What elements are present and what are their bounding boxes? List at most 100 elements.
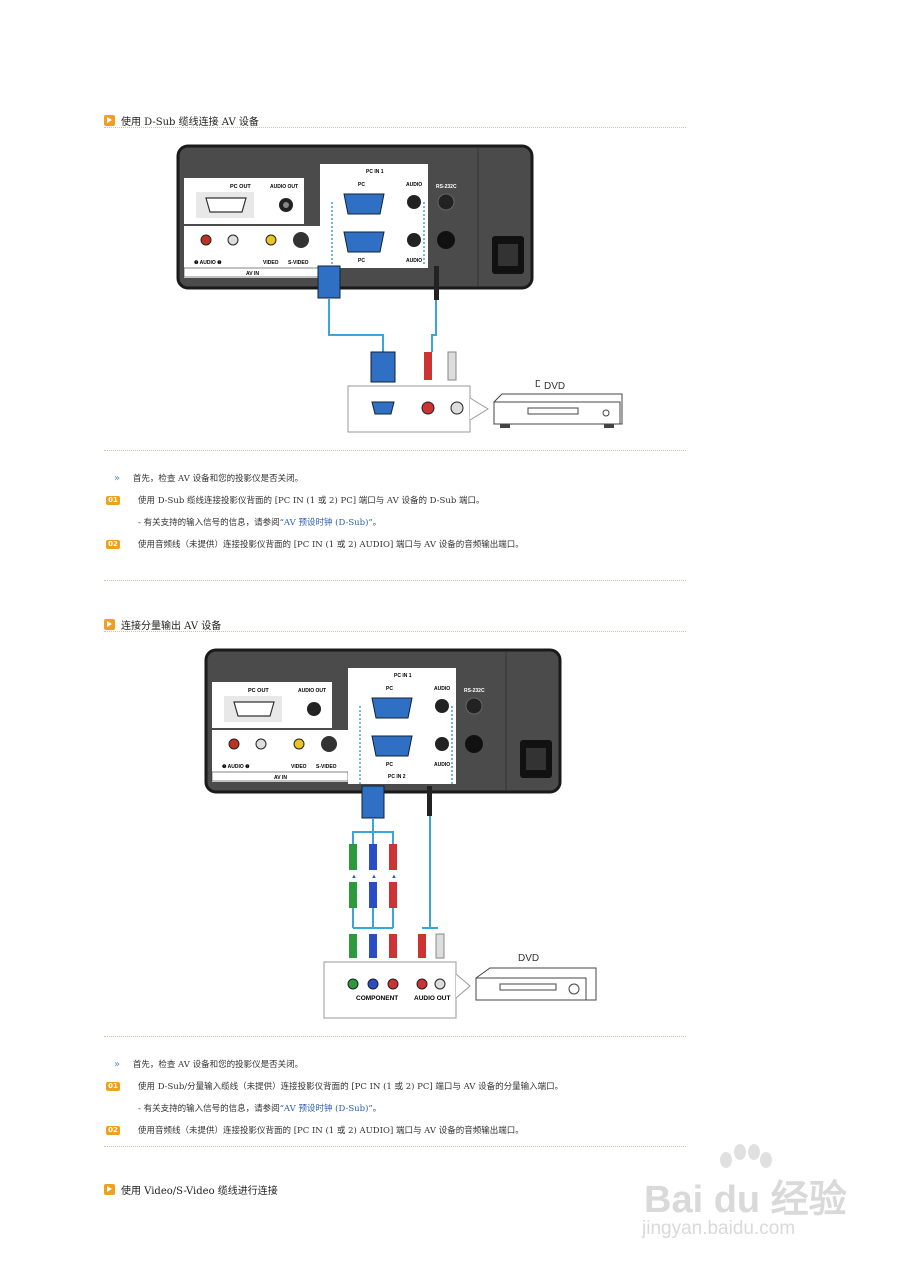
dsub-connection-diagram: PC OUT AUDIO OUT ❷ AUDIO ❶ VIDEO S-VIDEO… xyxy=(176,144,540,433)
av-device-box xyxy=(323,961,457,1019)
step-note: - 有关支持的输入信号的信息，请参阅“AV 预设时钟 (D-Sub)”。 xyxy=(138,1104,382,1114)
device-vga-port-icon xyxy=(371,401,395,415)
step-badge: 02 xyxy=(106,1125,120,1135)
label-audio-lr: ❷ AUDIO ❶ xyxy=(194,260,222,266)
watermark-brand: Bai du 经验 xyxy=(644,1179,847,1221)
step-text: 使用 D-Sub 缆线连接投影仪背面的 [PC IN (1 或 2) PC] 端… xyxy=(138,496,485,506)
step-text: 使用音频线（未提供）连接投影仪背面的 [PC IN (1 或 2) AUDIO]… xyxy=(138,1126,524,1136)
label-dvd-1: DVD xyxy=(544,381,565,392)
step-badge: 01 xyxy=(106,1081,120,1091)
svg-text:❷ AUDIO ❶: ❷ AUDIO ❶ xyxy=(222,764,250,770)
svg-text:▲: ▲ xyxy=(391,874,397,880)
label-pc-out: PC OUT xyxy=(230,184,251,190)
svg-text:▲: ▲ xyxy=(371,874,377,880)
label-pc: PC xyxy=(358,182,365,188)
dvd-player-icon: DVD xyxy=(493,381,623,428)
rs232c-port-icon xyxy=(437,193,455,211)
watermark-url: jingyan.baidu.com xyxy=(642,1218,796,1239)
baidu-watermark: Bai du 经验 jingyan.baidu.com xyxy=(640,1142,860,1248)
paw-logo-icon xyxy=(720,1144,772,1168)
svg-text:PC IN 1: PC IN 1 xyxy=(394,673,412,679)
svg-text:AUDIO: AUDIO xyxy=(434,762,450,768)
video-jack-icon xyxy=(265,234,277,246)
svg-text:▲: ▲ xyxy=(351,874,357,880)
label-pc-in-2: PC IN 2 xyxy=(388,774,406,780)
svg-text:PC: PC xyxy=(386,762,393,768)
svg-text:AV IN: AV IN xyxy=(274,775,287,781)
audio-plug-white-icon xyxy=(447,351,457,381)
audio-l-jack-icon xyxy=(255,738,267,750)
vga-port-icon xyxy=(205,197,247,213)
label-audio-out: AUDIO OUT xyxy=(298,688,326,694)
step-text: 使用 D-Sub/分量输入缆线（未提供）连接投影仪背面的 [PC IN (1 或… xyxy=(138,1082,564,1092)
hint-row: » 首先，检查 AV 设备和您的投影仪是否关闭。 xyxy=(114,472,303,484)
hint-text: 首先，检查 AV 设备和您的投影仪是否关闭。 xyxy=(132,1060,304,1070)
component-plug-blue-icon xyxy=(369,844,377,870)
av-device-box xyxy=(347,385,471,433)
hint-arrow-icon: » xyxy=(114,473,121,484)
step-badge: 01 xyxy=(106,495,120,505)
hint-text: 首先，检查 AV 设备和您的投影仪是否关闭。 xyxy=(132,474,304,484)
vga-port-pc2-icon xyxy=(371,735,413,757)
device-audio-l-icon xyxy=(450,401,464,415)
step-note: - 有关支持的输入信号的信息，请参阅“AV 预设时钟 (D-Sub)”。 xyxy=(138,518,382,528)
component-connection-diagram: PC OUT AUDIO OUT ❷ AUDIO ❶ VIDEO S-VIDEO… xyxy=(204,648,562,1019)
audio-plug-red-icon xyxy=(424,352,432,380)
step-text: 使用音频线（未提供）连接投影仪背面的 [PC IN (1 或 2) AUDIO]… xyxy=(138,540,524,550)
step-01: 01 使用 D-Sub 缆线连接投影仪背面的 [PC IN (1 或 2) PC… xyxy=(106,494,484,506)
dsub-cable xyxy=(328,298,384,352)
label-audio-out-device: AUDIO OUT xyxy=(414,995,451,1002)
label-rs232c: RS-232C xyxy=(436,184,457,190)
svg-text:S-VIDEO: S-VIDEO xyxy=(316,764,337,770)
svg-text:AUDIO: AUDIO xyxy=(434,686,450,692)
label-dvd: DVD xyxy=(535,379,540,390)
svg-text:RS-232C: RS-232C xyxy=(464,688,485,694)
audio-r-jack-icon xyxy=(200,234,212,246)
section-title-video: 使用 Video/S-Video 缆线进行连接 xyxy=(104,1182,278,1197)
label-pc-2: PC xyxy=(358,258,365,264)
av-preset-link[interactable]: “AV 预设时钟 (D-Sub)” xyxy=(279,518,373,528)
component-plug-green-icon xyxy=(349,844,357,870)
vga-port-pc2-icon xyxy=(343,231,385,253)
section-title-component: 连接分量输出 AV 设备 xyxy=(104,617,221,632)
av-preset-link[interactable]: “AV 预设时钟 (D-Sub)” xyxy=(279,1104,373,1114)
label-video: VIDEO xyxy=(263,260,279,266)
hint-arrow-icon: » xyxy=(114,1059,121,1070)
label-pc-out: PC OUT xyxy=(248,688,269,694)
section-title-text: 使用 D-Sub 缆线连接 AV 设备 xyxy=(121,117,259,128)
step-01: 01 使用 D-Sub/分量输入缆线（未提供）连接投影仪背面的 [PC IN (… xyxy=(106,1080,563,1092)
label-audio: AUDIO xyxy=(406,182,422,188)
label-av-in: AV IN xyxy=(246,271,259,277)
vga-port-pc1-icon xyxy=(371,697,413,719)
label-component: COMPONENT xyxy=(356,995,398,1002)
label-audio-out: AUDIO OUT xyxy=(270,184,298,190)
step-02: 02 使用音频线（未提供）连接投影仪背面的 [PC IN (1 或 2) AUD… xyxy=(106,538,524,550)
step-badge: 02 xyxy=(106,539,120,549)
section-title-text: 连接分量输出 AV 设备 xyxy=(121,621,222,632)
component-plug-red-icon xyxy=(389,844,397,870)
dsub-connector-bottom-icon xyxy=(370,351,396,383)
svg-text:PC: PC xyxy=(386,686,393,692)
audio-r-jack-icon xyxy=(228,738,240,750)
device-audio-r-icon xyxy=(421,401,435,415)
audio-plug-icon xyxy=(434,266,439,300)
round-port-icon xyxy=(437,231,455,249)
hint-row: » 首先，检查 AV 设备和您的投影仪是否关闭。 xyxy=(114,1058,303,1070)
svg-text:VIDEO: VIDEO xyxy=(291,764,307,770)
divider xyxy=(104,127,686,128)
video-jack-icon xyxy=(293,738,305,750)
audio-jack-pc2-icon xyxy=(407,233,421,247)
section-arrow-icon xyxy=(104,1184,115,1195)
s-video-jack-icon xyxy=(321,736,337,752)
audio-l-jack-icon xyxy=(227,234,239,246)
label-s-video: S-VIDEO xyxy=(288,260,309,266)
section-arrow-icon xyxy=(104,619,115,630)
audio-jack-icon xyxy=(307,702,321,716)
s-video-jack-icon xyxy=(293,232,309,248)
audio-jack-pc1-icon xyxy=(407,195,421,209)
dsub-connector-icon xyxy=(317,265,341,299)
section-title-text: 使用 Video/S-Video 缆线进行连接 xyxy=(121,1186,278,1197)
section-arrow-icon xyxy=(104,115,115,126)
vga-port-pc1-icon xyxy=(343,193,385,215)
label-audio-2: AUDIO xyxy=(406,258,422,264)
